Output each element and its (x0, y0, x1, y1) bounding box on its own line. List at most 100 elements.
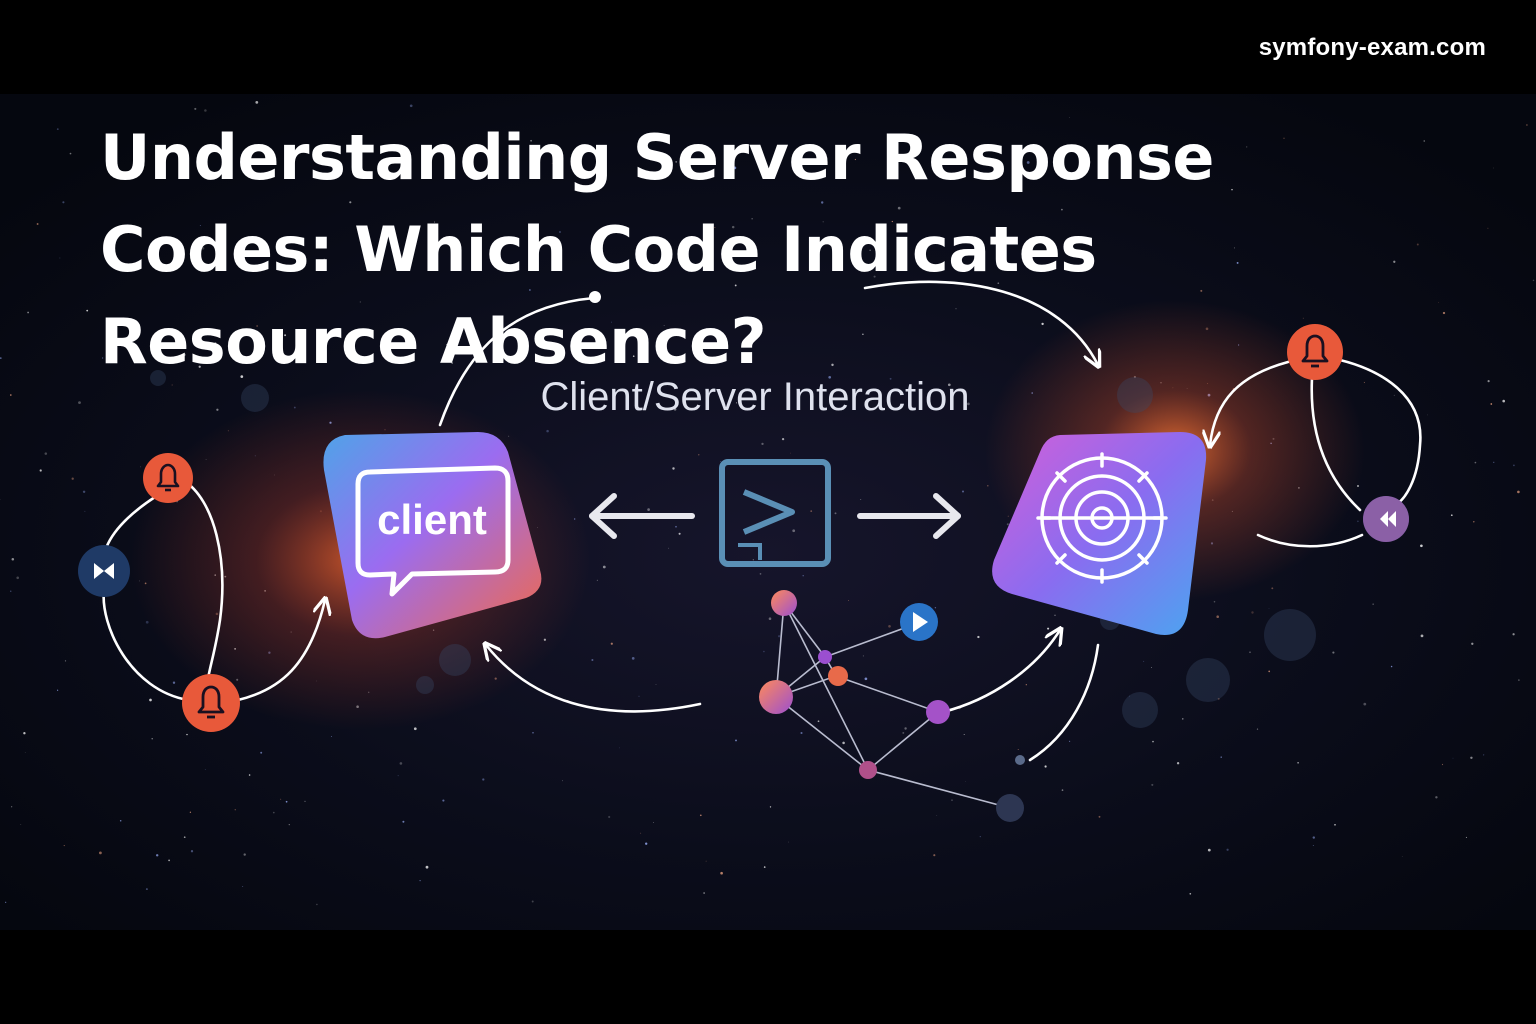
site-label[interactable]: symfony-exam.com (1258, 34, 1486, 61)
star (790, 452, 791, 454)
star (483, 147, 485, 149)
star (889, 377, 892, 380)
bell-icon (143, 453, 193, 503)
star (1312, 845, 1314, 847)
star (190, 850, 194, 853)
star (1069, 740, 1071, 743)
star (1442, 311, 1446, 315)
star (705, 860, 707, 862)
bottom-bar (0, 930, 1536, 1024)
star (904, 727, 907, 730)
star (99, 851, 102, 855)
top-bar: symfony-exam.com (0, 0, 1536, 94)
star (1512, 633, 1515, 636)
star (860, 499, 862, 500)
star (1435, 796, 1438, 799)
star (792, 529, 796, 533)
star (788, 841, 790, 843)
star (817, 720, 820, 723)
gear-icon (1036, 452, 1168, 584)
star (936, 815, 938, 816)
star (897, 206, 901, 210)
star (145, 888, 148, 891)
star (678, 532, 681, 535)
star (316, 903, 318, 906)
star (551, 162, 553, 164)
star (1061, 789, 1064, 791)
star (821, 201, 824, 204)
star (1128, 695, 1130, 697)
star (831, 363, 834, 367)
star (0, 357, 2, 359)
star (1312, 836, 1315, 839)
star (610, 642, 613, 645)
star (1046, 243, 1049, 246)
star (591, 658, 594, 662)
star (1251, 611, 1254, 614)
star (800, 731, 803, 735)
star (1069, 117, 1070, 118)
star (529, 289, 531, 291)
star (822, 221, 824, 223)
star (1034, 148, 1037, 151)
star (638, 695, 640, 697)
star (1493, 167, 1495, 169)
star (759, 573, 762, 575)
star (1297, 761, 1299, 764)
star (631, 657, 635, 660)
star (63, 845, 65, 847)
star (752, 559, 754, 561)
star (36, 223, 39, 225)
star (812, 175, 815, 179)
star (1025, 684, 1027, 686)
star (848, 600, 849, 601)
star (920, 257, 921, 259)
page-title: Understanding Server Response Codes: Whi… (100, 112, 1220, 388)
star (869, 249, 871, 251)
star (781, 437, 785, 441)
star (0, 499, 1, 500)
background-bubbles (150, 370, 1316, 728)
star (442, 799, 445, 802)
star (1246, 146, 1248, 148)
star (189, 811, 192, 813)
star (64, 660, 67, 662)
star (1470, 756, 1473, 760)
star (256, 325, 258, 327)
title-line: Codes: Which Code Indicates (100, 213, 1097, 286)
star (1176, 762, 1180, 765)
star (735, 739, 737, 742)
star (20, 823, 22, 825)
star (1390, 665, 1393, 668)
rewind-icon (1363, 496, 1409, 542)
star (763, 866, 766, 868)
star (409, 104, 413, 108)
star (1271, 587, 1274, 590)
star (1061, 208, 1063, 211)
star (1233, 247, 1235, 249)
star (531, 900, 534, 903)
star (155, 854, 159, 857)
star (183, 836, 186, 839)
star (562, 780, 564, 782)
star (287, 153, 289, 155)
star (24, 752, 26, 753)
star (349, 201, 352, 204)
star (1490, 403, 1493, 405)
star (140, 466, 142, 468)
star (248, 774, 251, 776)
star (138, 160, 140, 162)
star (1363, 381, 1365, 384)
star (640, 832, 642, 834)
star (399, 762, 403, 765)
star (419, 879, 421, 882)
star (194, 107, 197, 110)
star (768, 617, 772, 620)
star (234, 808, 237, 811)
star (1283, 137, 1285, 139)
star (1393, 394, 1395, 396)
star (967, 402, 970, 406)
star (1465, 836, 1467, 838)
star (1502, 399, 1505, 403)
star (1452, 757, 1454, 759)
